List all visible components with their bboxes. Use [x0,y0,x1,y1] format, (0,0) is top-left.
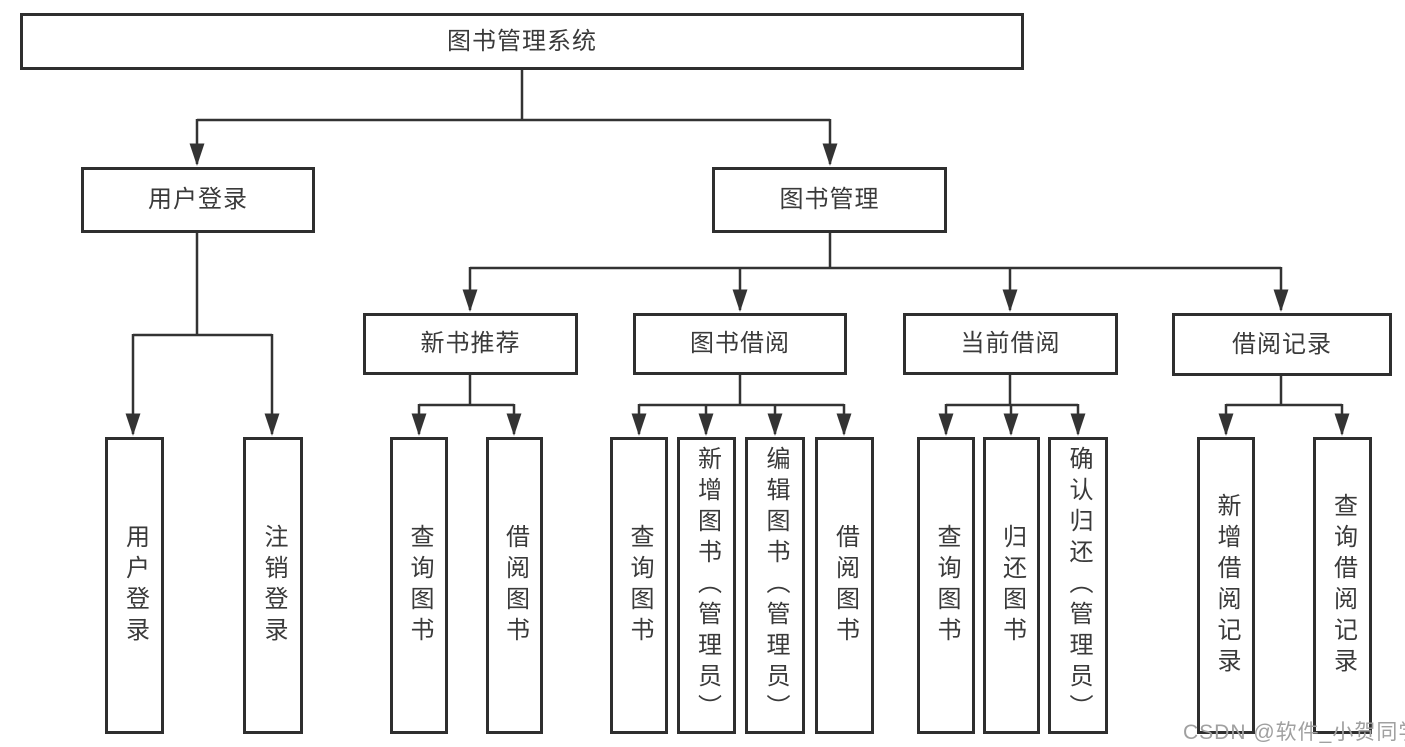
node-current-borrowing: 当前借阅 [903,313,1118,375]
leaf-user-login: 用户登录 [105,437,164,734]
leaf-newbook-query-books: 查询图书 [390,437,448,734]
node-borrowing-records: 借阅记录 [1172,313,1392,376]
csdn-watermark: CSDN @软件_小贺同学 [1183,721,1405,744]
leaf-confirm-return-admin: 确认归还（管理员） [1048,437,1108,734]
node-book-management: 图书管理 [712,167,947,233]
node-root-library-system: 图书管理系统 [20,13,1024,70]
leaf-logout: 注销登录 [243,437,303,734]
node-book-borrowing: 图书借阅 [633,313,847,375]
leaf-query-borrow-record: 查询借阅记录 [1313,437,1372,734]
leaf-return-books: 归还图书 [983,437,1040,734]
leaf-borrow-books: 借阅图书 [815,437,874,734]
leaf-add-borrow-record: 新增借阅记录 [1197,437,1255,734]
leaf-edit-books-admin: 编辑图书（管理员） [745,437,805,734]
leaf-add-books-admin: 新增图书（管理员） [677,437,736,734]
leaf-current-query-books: 查询图书 [917,437,975,734]
node-user-login: 用户登录 [81,167,315,233]
leaf-borrow-query-books: 查询图书 [610,437,668,734]
node-new-book-recommendation: 新书推荐 [363,313,578,375]
leaf-newbook-borrow-books: 借阅图书 [486,437,543,734]
